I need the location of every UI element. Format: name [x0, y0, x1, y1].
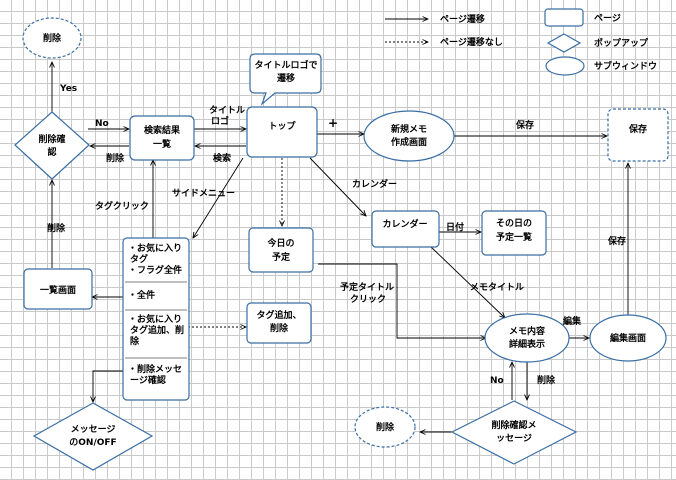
- node-search-results-line1: 検索結果: [144, 124, 181, 136]
- edge-label-title-logo-2: ロゴ: [211, 115, 229, 127]
- node-delmsg-line1: 削除確認メ: [491, 419, 536, 431]
- node-delete-popup-label: 削除: [43, 32, 62, 44]
- edge-label-date: 日付: [446, 221, 464, 233]
- node-list-screen[interactable]: 一覧画面: [23, 268, 93, 310]
- node-delete-confirm[interactable]: 削除確 認: [14, 111, 90, 180]
- edge-label-yes: Yes: [59, 84, 77, 94]
- node-delete-confirm-line1: 削除確: [38, 133, 65, 145]
- node-message-line2: のON/OFF: [69, 437, 116, 448]
- edge-top-to-sidemenu: [193, 157, 244, 238]
- edge-label-save-vertical: 保存: [607, 235, 626, 247]
- edge-sidemenu-to-message: [93, 370, 123, 402]
- side-menu-b1-l3: ・フラグ全件: [128, 264, 182, 276]
- node-search-results[interactable]: 検索結果 一覧: [129, 115, 195, 161]
- node-today-line2: 予定: [272, 251, 291, 263]
- edge-label-delete-vertical: 削除: [47, 222, 66, 234]
- node-tag-add-delete[interactable]: タグ追加、 削除: [246, 302, 312, 344]
- node-delete-confirm-msg[interactable]: 削除確認メ ッセージ: [450, 400, 578, 465]
- edge-label-memo-title: メモタイトル: [470, 281, 524, 293]
- node-memo-line2: 詳細表示: [509, 338, 545, 350]
- node-save-page-label: 保存: [628, 123, 647, 135]
- edge-labels: Yes No 削除 タイトル ロゴ 検索 + 保存 サイドメニュー タグクリック…: [47, 84, 626, 386]
- node-tag-line2: 削除: [270, 322, 289, 334]
- edge-label-delete-left: 削除: [106, 152, 125, 164]
- node-list-screen-label: 一覧画面: [40, 284, 76, 296]
- edge-today-to-memo: [318, 263, 486, 338]
- node-today-line1: 今日の: [266, 237, 294, 249]
- node-title-logo-callout: タイトルロゴで 遷移: [249, 53, 322, 106]
- edge-label-search: 検索: [213, 152, 231, 164]
- legend-popup-label: ポップアップ: [594, 37, 649, 49]
- legend-popup-shape: [546, 33, 582, 53]
- side-menu-b1-l2: タグ: [130, 253, 148, 265]
- side-menu-b1-l1: ・お気に入り: [128, 242, 182, 254]
- side-menu-b3-l1: ・お気に入り: [128, 313, 182, 325]
- edge-label-edit: 編集: [563, 315, 582, 327]
- legend-subwindow-label: サブウィンドウ: [594, 60, 657, 72]
- side-menu-b2-l1: ・全件: [128, 289, 155, 301]
- edge-top-to-calendar: [309, 157, 366, 216]
- node-title-logo-line2: 遷移: [277, 72, 295, 84]
- legend-page-shape: [544, 8, 584, 27]
- side-menu-b4-l1: ・削除メッセ: [128, 363, 182, 375]
- edge-label-plus: +: [328, 116, 338, 130]
- edge-label-schedule-title-2: クリック: [350, 294, 386, 305]
- side-menu-b3-l2: タグ追加、削: [130, 324, 184, 336]
- node-day-line1: その日の: [496, 218, 532, 229]
- edge-label-title-logo-1: タイトル: [209, 104, 245, 116]
- node-side-menu[interactable]: ・お気に入り タグ ・フラグ全件 ・全件 ・お気に入り タグ追加、削 除 ・削除…: [122, 237, 190, 401]
- legend-page-transition-label: ページ遷移: [440, 13, 485, 25]
- node-top[interactable]: トップ: [246, 106, 318, 158]
- node-edit-screen[interactable]: 編集画面: [589, 314, 667, 362]
- edge-label-schedule-title-1: 予定タイトル: [340, 281, 394, 293]
- node-title-logo-line1: タイトルロゴで: [254, 59, 317, 71]
- node-calendar[interactable]: カレンダー: [371, 210, 440, 248]
- edge-label-save-top: 保存: [515, 119, 534, 131]
- node-save-page[interactable]: 保存: [607, 108, 669, 162]
- node-message-onoff[interactable]: メッセージ のON/OFF: [32, 402, 154, 471]
- node-tag-line1: タグ追加、: [256, 309, 301, 321]
- edge-label-side-menu: サイドメニュー: [172, 188, 235, 199]
- edges: [52, 62, 628, 432]
- legend-page-label: ページ: [594, 13, 621, 24]
- node-day-line2: 予定一覧: [496, 231, 532, 243]
- node-top-label: トップ: [268, 120, 296, 132]
- node-memo-line1: メモ内容: [509, 325, 545, 337]
- edge-label-delete-bottom: 削除: [537, 374, 556, 386]
- legend-no-transition-label: ページ遷移なし: [440, 36, 503, 48]
- node-search-results-line2: 一覧: [153, 138, 171, 150]
- node-new-memo-line2: 作成画面: [391, 136, 427, 148]
- edge-label-tag-click: タグクリック: [95, 200, 149, 212]
- legend-subwindow-shape: [545, 56, 585, 76]
- side-menu-b3-l3: 除: [130, 335, 140, 347]
- edge-label-no-bottom: No: [490, 376, 504, 386]
- node-delete-confirm-line2: 認: [47, 146, 56, 158]
- node-new-memo-line1: 新規メモ: [391, 123, 427, 135]
- edge-calendar-to-memo: [429, 245, 505, 318]
- node-edit-label: 編集画面: [610, 332, 646, 344]
- node-delete-bottom-label: 削除: [376, 421, 395, 433]
- edge-label-no-left: No: [95, 119, 109, 129]
- node-today-schedule[interactable]: 今日の 予定: [248, 227, 314, 273]
- node-delmsg-line2: ッセージ: [496, 433, 532, 444]
- node-memo-detail[interactable]: メモ内容 詳細表示: [484, 313, 570, 363]
- node-delete-popup[interactable]: 削除: [22, 17, 82, 59]
- node-delete-bottom[interactable]: 削除: [354, 406, 416, 448]
- edge-label-calendar: カレンダー: [352, 178, 397, 190]
- node-calendar-label: カレンダー: [382, 218, 427, 230]
- node-new-memo[interactable]: 新規メモ 作成画面: [363, 110, 455, 162]
- legend: ページ遷移 ページ遷移なし ページ ポップアップ サブウィンドウ: [385, 8, 657, 76]
- node-message-line1: メッセージ: [71, 424, 116, 435]
- side-menu-b4-l2: ージ確認: [130, 374, 166, 386]
- node-day-schedule[interactable]: その日の 予定一覧: [481, 210, 547, 256]
